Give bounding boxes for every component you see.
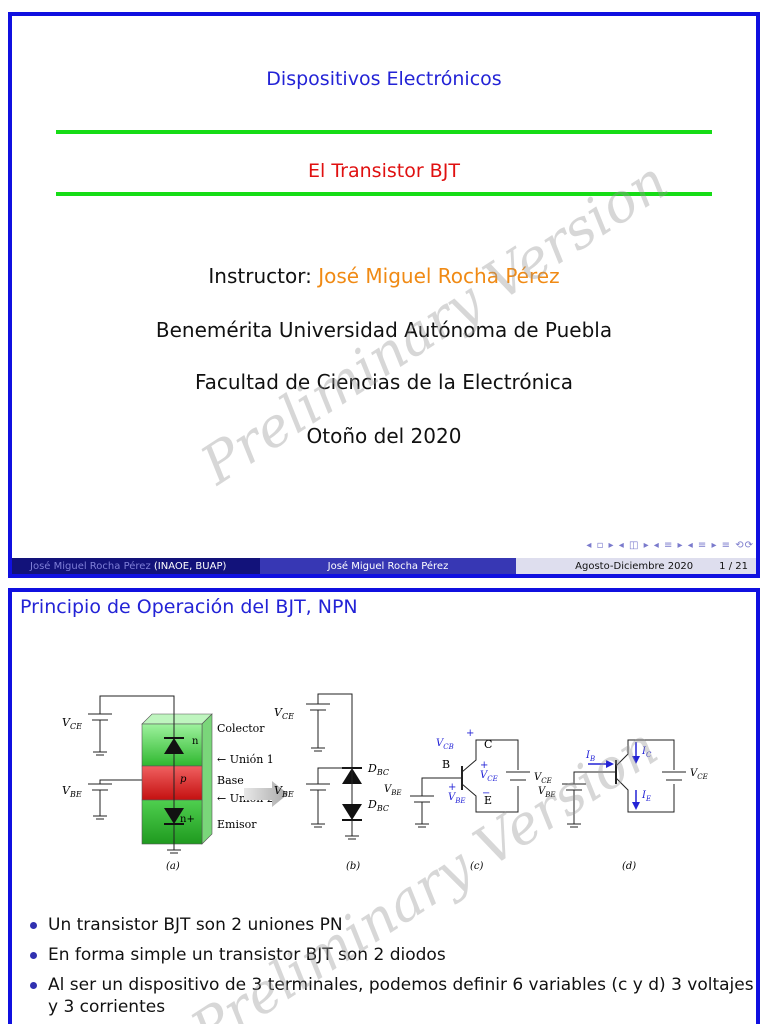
plus-sign: + <box>448 782 456 793</box>
base-label: Base <box>217 774 244 787</box>
dbc-label-1: DBC <box>367 762 389 777</box>
vcb-label: VCB <box>436 738 454 751</box>
ic-label: IC <box>641 746 652 759</box>
university-name: Benemérita Universidad Autónoma de Puebl… <box>155 318 613 342</box>
faculty-name: Facultad de Ciencias de la Electrónica <box>194 370 574 394</box>
green-rule-bottom <box>56 192 712 196</box>
colector-label: Colector <box>217 722 265 735</box>
figure-b: VCE VBE DBC DBC (b) <box>274 693 389 872</box>
footer-author: José Miguel Rocha Pérez <box>30 560 151 572</box>
vce-label-b: VCE <box>274 706 294 721</box>
bullet-text: En forma simple un transistor BJT son 2 … <box>48 945 446 965</box>
bullet-list: Un transistor BJT son 2 uniones PN En fo… <box>30 914 756 1024</box>
dbc-label-2: DBC <box>367 798 389 813</box>
ie-label: IE <box>641 790 651 803</box>
list-item: Un transistor BJT son 2 uniones PN <box>30 914 756 936</box>
navigation-symbols[interactable]: ◂ ▫ ▸ ◂ ◫ ▸ ◂ ≡ ▸ ◂ ≡ ▸ ≡ ⟲⟳ <box>586 540 754 551</box>
title-slide: Dispositivos Electrónicos El Transistor … <box>8 12 760 578</box>
vbe-label-a: VBE <box>62 784 82 799</box>
emitter-terminal-label: E <box>484 794 492 807</box>
figure-c: VBE VCB C B E + + + VCE VBE − VCE (c) <box>384 728 552 872</box>
list-item: En forma simple un transistor BJT son 2 … <box>30 944 756 966</box>
footer-right: Agosto-Diciembre 2020 1 / 21 <box>516 558 756 574</box>
nplus-region-label: n+ <box>180 814 195 825</box>
n-region-label: n <box>192 736 199 747</box>
vbe-label-d: VBE <box>538 786 556 799</box>
instructor-label: Instructor: <box>208 264 312 288</box>
footer-page-number: 1 / 21 <box>719 560 748 572</box>
green-rule-top <box>56 130 712 134</box>
vbe-label-c-blue: VBE <box>448 792 466 805</box>
bullet-text: Un transistor BJT son 2 uniones PN <box>48 915 343 935</box>
bullet-dot-icon <box>30 952 37 959</box>
bjt-figure: VCE VBE n p n+ C <box>62 693 708 872</box>
footer-center: José Miguel Rocha Pérez <box>260 558 516 574</box>
bullet-text: Al ser un dispositivo de 3 terminales, p… <box>48 975 754 1017</box>
figure-a-caption: (a) <box>166 861 180 872</box>
vce-label-c-blue: VCE <box>480 770 498 783</box>
arrow-right-icon <box>244 781 288 807</box>
emisor-label: Emisor <box>217 818 257 831</box>
lecture-title: El Transistor BJT <box>308 160 460 182</box>
instructor-name: José Miguel Rocha Pérez <box>318 264 560 288</box>
plus-sign: + <box>466 728 474 739</box>
list-item: Al ser un dispositivo de 3 terminales, p… <box>30 974 756 1018</box>
figure-c-caption: (c) <box>470 861 484 872</box>
vbe-label-b: VBE <box>274 784 294 799</box>
course-title: Dispositivos Electrónicos <box>266 68 502 90</box>
content-slide: Principio de Operación del BJT, NPN VCE … <box>8 588 760 1024</box>
minus-sign: − <box>482 788 490 799</box>
footer-author-box: José Miguel Rocha Pérez (INAOE, BUAP) <box>12 558 260 574</box>
slide-footer: José Miguel Rocha Pérez (INAOE, BUAP) Jo… <box>12 558 756 574</box>
vce-label-d: VCE <box>690 768 708 781</box>
instructor-line: Instructor: José Miguel Rocha Pérez <box>12 264 756 288</box>
slide-title: Principio de Operación del BJT, NPN <box>20 596 358 618</box>
figure-a: VCE VBE n p n+ C <box>62 695 274 872</box>
term-text: Otoño del 2020 <box>306 424 462 448</box>
union1-label: ← Unión 1 <box>217 753 274 766</box>
figure-b-caption: (b) <box>346 861 360 872</box>
p-region-label: p <box>180 774 187 785</box>
vce-label-a: VCE <box>62 716 82 731</box>
vce-label-c: VCE <box>534 772 552 785</box>
footer-affiliation: (INAOE, BUAP) <box>153 560 227 572</box>
bullet-dot-icon <box>30 982 37 989</box>
figure-d: VBE VCE IB IC IE (d) <box>538 739 708 872</box>
plus-sign: + <box>480 760 488 771</box>
footer-date: Agosto-Diciembre 2020 <box>575 560 694 572</box>
collector-terminal-label: C <box>484 738 492 751</box>
base-terminal-label: B <box>442 758 450 771</box>
ib-label: IB <box>585 750 595 763</box>
vbe-label-c: VBE <box>384 784 402 797</box>
bullet-dot-icon <box>30 922 37 929</box>
figure-d-caption: (d) <box>622 861 636 872</box>
